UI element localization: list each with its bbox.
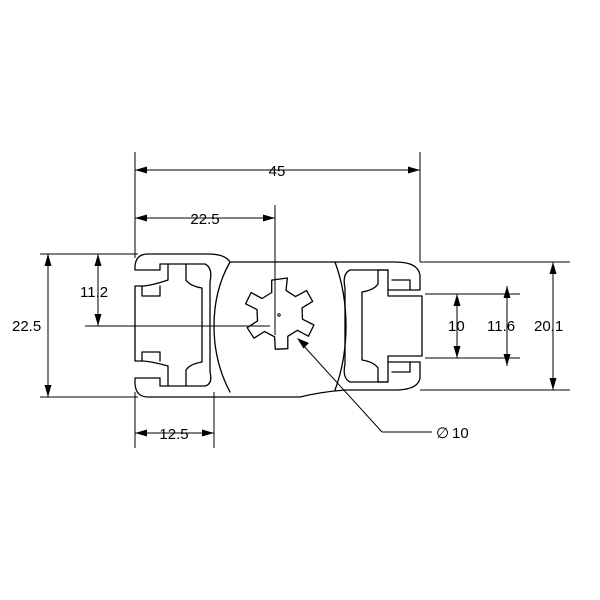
dim-label-height-left: 22.5 <box>12 318 41 335</box>
dimension-slot-depth <box>503 286 511 366</box>
dim-label-half-width: 22.5 <box>190 211 219 228</box>
dimension-slot-opening <box>453 294 461 358</box>
right-slot-lip-top <box>377 269 411 291</box>
dim-label-bore-diameter: 10 <box>452 425 469 442</box>
dimension-half-height <box>94 254 102 326</box>
dim-label-slot-opening: 10 <box>448 318 465 335</box>
dimension-overall-width <box>135 166 420 174</box>
dim-label-slot-span: 12.5 <box>159 426 188 443</box>
dim-label-slot-depth: 11.6 <box>487 318 515 335</box>
left-slot-lip-bottom <box>141 351 161 362</box>
diameter-leader <box>297 338 432 433</box>
extrusion-profile <box>134 253 423 398</box>
profile-outer-outline <box>134 253 423 398</box>
dimension-half-width <box>135 214 275 222</box>
right-slot-inner <box>361 269 379 383</box>
dimension-slot-span <box>135 429 214 437</box>
dim-label-half-height: 11.2 <box>80 284 108 301</box>
bore-center-mark <box>277 313 281 317</box>
extension-lines <box>40 152 570 448</box>
center-channel-right <box>334 261 347 391</box>
right-web <box>343 269 389 383</box>
left-slot-lip-top <box>141 285 161 297</box>
dimension-height-right <box>549 262 557 390</box>
dimension-height-left <box>44 254 52 397</box>
dim-label-overall-width: 45 <box>269 163 286 180</box>
dim-label-height-right: 20.1 <box>534 318 563 335</box>
diameter-symbol: ∅ <box>436 425 449 442</box>
center-channel-left <box>213 261 231 393</box>
left-slot-inner <box>185 263 203 387</box>
left-web <box>167 263 212 387</box>
right-slot-lip-bottom <box>377 361 411 383</box>
center-bore-spline <box>244 277 315 350</box>
